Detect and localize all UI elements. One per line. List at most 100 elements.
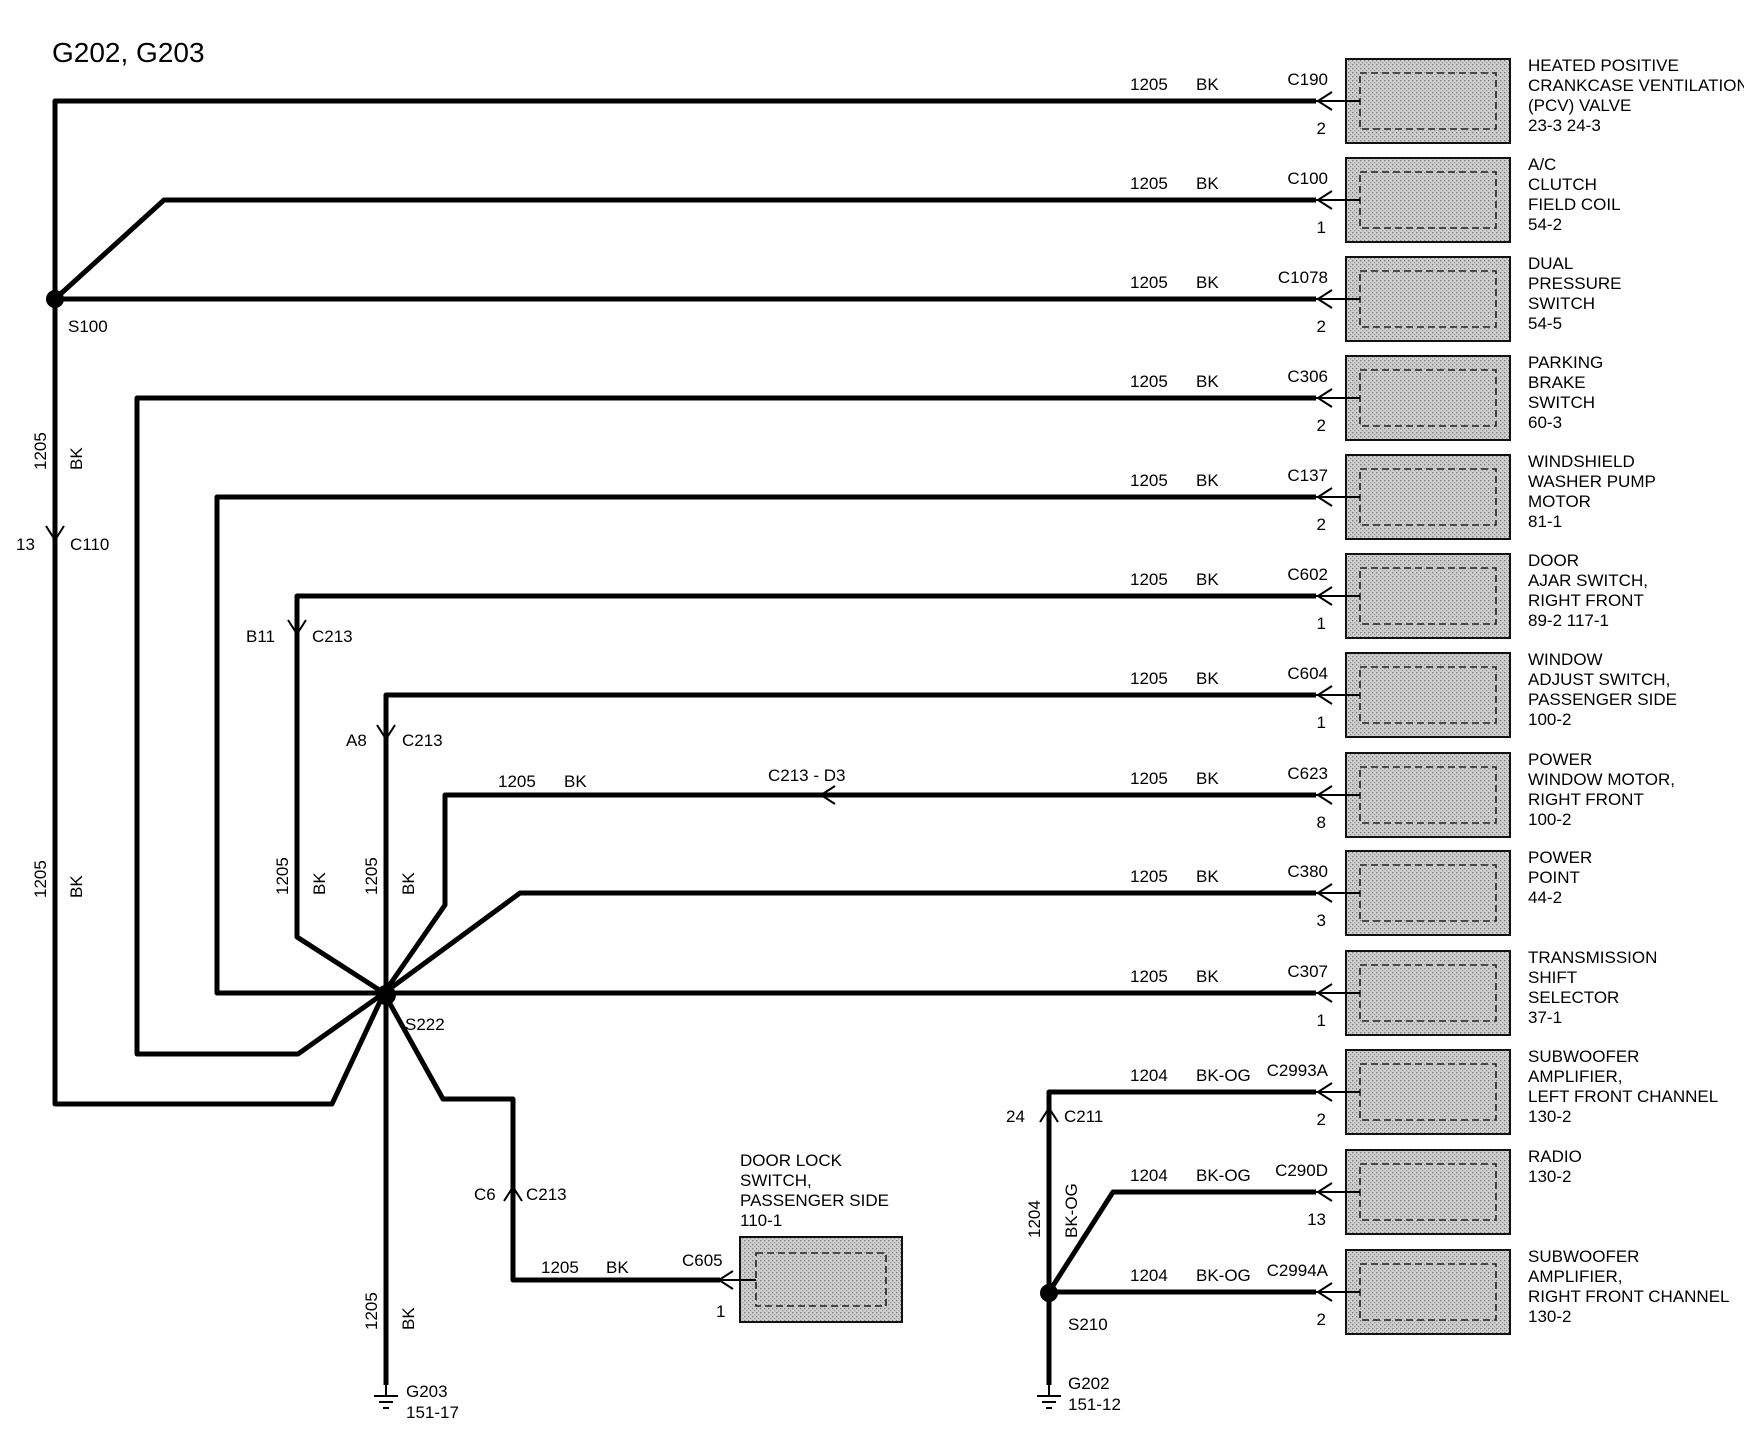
wire-circuit-label: 1205 [1130,967,1168,986]
connector-arrow-icon [1316,983,1333,1003]
vlabel-a8-circuit: 1205 [362,857,381,895]
device-name-line: BRAKE [1528,373,1586,392]
wire-color-label: BK [1196,769,1219,788]
grounds: G203 151-17 G202 151-12 [374,1374,1121,1422]
inline-connectors: 13 C110 B11 C213 A8 C213 C213 - D3 C6 C2… [16,525,1103,1204]
device-name-line: SWITCH [1528,294,1595,313]
wire-color-label: BK [1196,273,1219,292]
c605-color: BK [606,1258,629,1277]
door-lock-switch-box [739,1236,903,1323]
connector-arrow-icon [1316,785,1333,805]
vlabel-a8-color: BK [399,872,418,895]
device-name-line: 23-3 24-3 [1528,116,1601,135]
wire-circuit-label: 1205 [1130,570,1168,589]
connector-pin: 2 [1317,1310,1326,1329]
wire-circuit-label: 1205 [1130,174,1168,193]
device-box [1345,1149,1511,1235]
ground-g203-name: G203 [406,1382,448,1401]
connector-arrow-icon [1316,1282,1333,1302]
diagram-title: G202, G203 [52,37,205,68]
vertical-labels: 1205 BK 1205 BK 1205 BK 1205 BK 1205 BK … [31,432,1081,1330]
device-name-line: LEFT FRONT CHANNEL [1528,1087,1718,1106]
vlabel-s100-color: BK [67,447,86,470]
device-name-line: RIGHT FRONT CHANNEL [1528,1287,1730,1306]
c213-a8-label: C213 [402,731,443,750]
device-name-line: DOOR [1528,551,1579,570]
connector-label: C290D [1275,1161,1328,1180]
device-name-line: PARKING [1528,353,1603,372]
device-name-line: 60-3 [1528,413,1562,432]
device-name-line: WASHER PUMP [1528,472,1656,491]
connector-label: C602 [1287,565,1328,584]
device-name-line: RADIO [1528,1147,1582,1166]
wire-circuit-label: 1205 [1130,471,1168,490]
door-lock-switch-inner [755,1252,887,1307]
c605-circuit: 1205 [541,1258,579,1277]
device-name-line: MOTOR [1528,492,1591,511]
connector-pin: 1 [1317,614,1326,633]
device-name-line: HEATED POSITIVE [1528,56,1679,75]
wire-circuit-label: 1205 [1130,867,1168,886]
wire-color-label: BK [1196,75,1219,94]
wire-circuit-label: 1205 [1130,273,1168,292]
vlabel-s210-color: BK-OG [1062,1183,1081,1238]
connector-label: C623 [1287,764,1328,783]
device-box [1345,157,1511,243]
vlabel-g203-color: BK [399,1307,418,1330]
connector-pin: 8 [1317,813,1326,832]
wire-color-label: BK [1196,867,1219,886]
c213-b11-connector-icon [287,619,307,636]
device-name-line: WINDSHIELD [1528,452,1635,471]
device-name-line: WINDOW MOTOR, [1528,770,1675,789]
c213-a8-pin: A8 [346,731,367,750]
device-box [1345,454,1511,540]
connector-arrow-icon [1316,685,1333,705]
c213-d3-connector-icon [819,785,836,805]
connector-label: C306 [1287,367,1328,386]
ground-g202-name: G202 [1068,1374,1110,1393]
c213-c6-connector-icon [503,1185,523,1202]
device-name-line: 100-2 [1528,810,1571,829]
ground-g203-ref: 151-17 [406,1403,459,1422]
connector-pin: 1 [1317,218,1326,237]
device-name-line: AMPLIFIER, [1528,1067,1622,1086]
device-name-line: SELECTOR [1528,988,1619,1007]
device-name-line: DUAL [1528,254,1573,273]
device-name-line: RIGHT FRONT [1528,591,1644,610]
wire-circuit-label: 1204 [1130,1066,1168,1085]
connector-label: C190 [1287,70,1328,89]
wire-color-label: BK [1196,669,1219,688]
connector-pin: 13 [1307,1210,1326,1229]
door-lock-name-4: 110-1 [740,1211,782,1230]
device-name-line: FIELD COIL [1528,195,1621,214]
device-name-line: SHIFT [1528,968,1577,987]
device-box [1345,752,1511,838]
connector-arrow-icon [1316,388,1333,408]
splice-s210-dot [1040,1284,1058,1302]
vlabel-left-circuit: 1205 [31,860,50,898]
wire-color-label: BK [1196,570,1219,589]
door-lock-name-2: SWITCH, [740,1171,812,1190]
connector-label: C380 [1287,862,1328,881]
vlabel-left-color: BK [67,875,86,898]
device-name-line: WINDOW [1528,650,1603,669]
device-box [1345,1049,1511,1135]
c213-b11-pin: B11 [246,627,275,646]
device-name-line: 54-5 [1528,314,1562,333]
vlabel-b11-color: BK [310,872,329,895]
connector-pin: 1 [1317,713,1326,732]
wire-circuit-label: 1204 [1130,1266,1168,1285]
splice-s222-dot [376,985,396,1005]
connector-arrow-icon [1316,190,1333,210]
wire-circuit-label: 1205 [1130,372,1168,391]
vlabel-s210-circuit: 1204 [1025,1200,1044,1238]
wire-label-c623-left-color: BK [564,772,587,791]
connector-pin: 1 [1317,1011,1326,1030]
c110-connector-icon [45,525,65,542]
device-name-line: PRESSURE [1528,274,1622,293]
